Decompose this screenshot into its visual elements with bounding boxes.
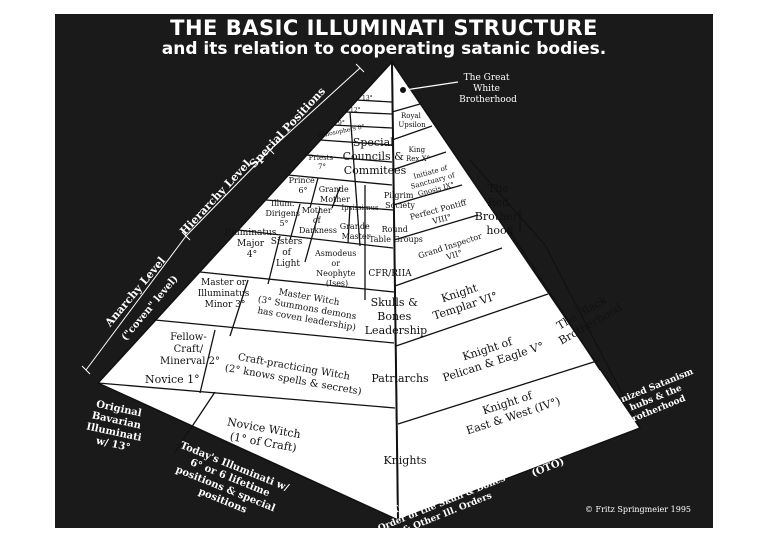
cell-priests: Priests 7° — [309, 154, 336, 171]
cell-red-brotherhood: The Red Brother- hood — [475, 182, 525, 237]
cell-royal-upsilon: Royal Upsilon — [398, 112, 426, 129]
cell-master-illuminatus: Master or Illuminatus Minor 3° — [198, 278, 253, 310]
cell-prince: Prince 6° — [289, 176, 318, 195]
cell-skulls-bones: Skulls & Bones Leadership — [365, 296, 427, 337]
cell-sisters-of-light: Sisters of Light — [271, 237, 305, 269]
cell-ninth: 9° — [338, 120, 345, 127]
cell-asmodeus: Asmodeus or Neophyte (Ises) — [314, 249, 359, 288]
cell-pilgrim-society: Pilgrim Society — [384, 191, 416, 210]
cell-black-brotherhood: The Black Brotherhood — [549, 289, 624, 348]
cell-twelfth: 12° — [350, 107, 361, 114]
pyramid-ridge — [391, 61, 399, 521]
label-bavarian: Original Bavarian Illuminati w/ 13° — [83, 398, 151, 456]
diagram-title: THE BASIC ILLUMINATI STRUCTURE — [170, 16, 598, 40]
cell-illuminatus-major: Illuminatus Major 4° — [225, 228, 280, 260]
cell-thirteenth: 13° — [362, 95, 373, 102]
cell-mother-of-darkness: Mother of Darkness — [299, 206, 337, 235]
cell-grande-master: Grande Master — [340, 222, 373, 241]
cell-round-table: Round Table Groups — [369, 225, 423, 244]
cell-patriarchs: Patriarchs — [371, 372, 429, 385]
left-face-tiers — [97, 99, 396, 453]
right-face-tiers — [391, 103, 641, 429]
cell-cfr-riia: CFR/RIIA — [368, 269, 412, 279]
side-brackets — [81, 63, 365, 375]
cell-special-councils: Special Councils & Commitees — [343, 136, 408, 177]
cell-illum-dirigens: Illum. Dirigens 5° — [265, 199, 302, 228]
credit-text: © Fritz Springmeier 1995 — [585, 505, 691, 514]
cell-king-rex: King Rex X° — [406, 146, 430, 163]
cell-fellow-craft: Fellow- Craft/ Minerval 2° — [160, 332, 220, 367]
diagram-subtitle: and its relation to cooperating satanic … — [161, 39, 607, 59]
cell-grande-mother: Grande Mother — [319, 185, 352, 204]
great-white-label: The Great White Brotherhood — [459, 73, 517, 105]
cell-knights: Knights — [383, 454, 426, 467]
cell-novice: Novice 1° — [145, 373, 200, 386]
pointer-dot — [400, 87, 406, 93]
cell-ipsissimus: Ipsissimus — [341, 204, 379, 212]
pointer-line — [404, 81, 459, 91]
